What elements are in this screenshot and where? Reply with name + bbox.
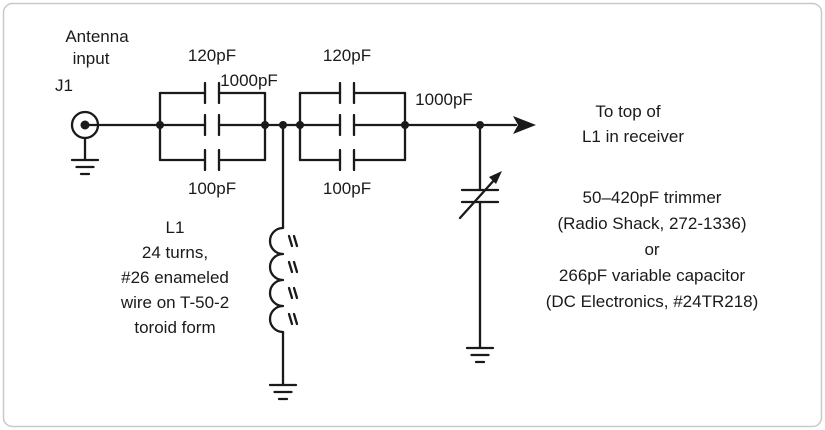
ground-symbol-j1 <box>70 158 100 176</box>
inductor-note-line: #26 enameled <box>121 268 229 287</box>
cap-label-100pf-bank1: 100pF <box>188 179 236 198</box>
cap-label-100pf-bank2: 100pF <box>323 179 371 198</box>
inductor-note-line: 24 turns, <box>142 243 208 262</box>
capacitor-symbol-1000pf-2 <box>298 113 407 137</box>
trimmer-note-line: 266pF variable capacitor <box>559 266 746 285</box>
inductor-note: L1 24 turns, #26 enameled wire on T-50-2… <box>120 218 229 337</box>
antenna-input-label-line2: input <box>73 49 110 68</box>
cap-label-1000pf-bank2: 1000pF <box>415 90 473 109</box>
output-label-line2: L1 in receiver <box>582 127 684 146</box>
capacitor-symbol-120pf-1 <box>158 81 267 105</box>
trimmer-note-line: (Radio Shack, 272-1336) <box>557 214 746 233</box>
j1-label: J1 <box>55 76 73 95</box>
capacitor-bank-1 <box>158 81 267 172</box>
trimmer-note-line: (DC Electronics, #24TR218) <box>546 292 759 311</box>
capacitor-symbol-1000pf-1 <box>158 113 267 137</box>
inductor-note-line: wire on T-50-2 <box>120 293 229 312</box>
capacitor-symbol-120pf-2 <box>298 81 407 105</box>
trimmer-note: 50–420pF trimmer (Radio Shack, 272-1336)… <box>546 188 759 311</box>
antenna-jack-j1-symbol <box>70 110 100 162</box>
junction-dot <box>476 121 484 129</box>
junction-dot <box>401 121 409 129</box>
capacitor-bank-2 <box>298 81 407 172</box>
trimmer-note-line: or <box>644 240 659 259</box>
inductor-note-line: toroid form <box>134 318 215 337</box>
output-arrowhead <box>513 116 536 134</box>
jack-center-pin <box>80 120 90 130</box>
output-label-line1: To top of <box>595 102 660 121</box>
inductor-note-line: L1 <box>166 218 185 237</box>
ground-symbol-trimmer <box>465 346 495 364</box>
ground-symbol-l1 <box>268 383 298 401</box>
junction-dot <box>296 121 304 129</box>
cap-label-120pf-bank2: 120pF <box>323 46 371 65</box>
antenna-input-label-line1: Antenna <box>65 27 129 46</box>
trimmer-note-line: 50–420pF trimmer <box>583 188 722 207</box>
trimmer-arrowhead <box>489 171 502 184</box>
junction-dot <box>156 121 164 129</box>
inductor-l1-symbol <box>268 123 299 387</box>
capacitor-symbol-100pf-2 <box>298 148 407 172</box>
cap-label-120pf-bank1: 120pF <box>188 46 236 65</box>
cap-label-1000pf-bank1: 1000pF <box>220 71 278 90</box>
junction-dot <box>279 121 287 129</box>
capacitor-symbol-100pf-1 <box>158 148 267 172</box>
variable-capacitor-symbol <box>458 123 500 350</box>
junction-dot <box>261 121 269 129</box>
inductor-coil <box>268 226 285 334</box>
